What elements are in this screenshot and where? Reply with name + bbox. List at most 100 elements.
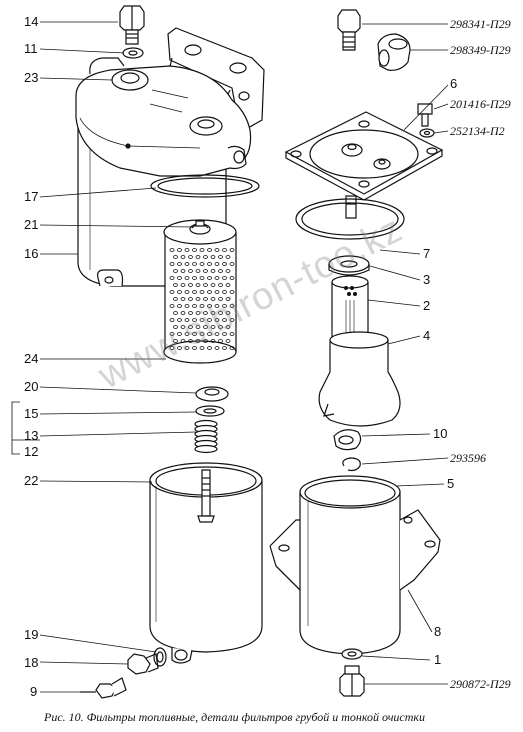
perforation-hole (215, 347, 219, 350)
perforation-hole (170, 333, 174, 336)
label-23: 23 (24, 70, 39, 85)
perforation-hole (185, 319, 189, 322)
label-1: 1 (434, 652, 442, 667)
perforation-hole (170, 347, 174, 350)
perforation-hole (219, 284, 223, 287)
perforation-hole (226, 270, 230, 273)
plug-290872 (340, 666, 364, 696)
perforation-hole (178, 291, 182, 294)
label-298341: 298341-П29 (450, 17, 511, 31)
perforation-hole (219, 256, 223, 259)
perforation-hole (200, 277, 204, 280)
perforation-hole (211, 298, 215, 301)
bolt-201416 (418, 104, 432, 126)
label-252134: 252134-П2 (450, 124, 505, 138)
spring-coil (195, 446, 217, 453)
perforation-hole (200, 319, 204, 322)
label-18: 18 (24, 655, 39, 670)
perforation-hole (215, 291, 219, 294)
label-9: 9 (30, 684, 38, 699)
perforation-hole (208, 249, 212, 252)
ring-3 (329, 256, 369, 275)
figure-caption: Рис. 10. Фильтры топливные, детали фильт… (44, 710, 426, 724)
label-24: 24 (24, 351, 39, 366)
perforation-hole (226, 326, 230, 329)
perforation-hole (219, 270, 223, 273)
perforation-hole (208, 319, 212, 322)
filter-perforation (170, 249, 234, 350)
perforation-hole (170, 319, 174, 322)
perforation-hole (170, 291, 174, 294)
perforation-hole (215, 319, 219, 322)
washer-15 (196, 406, 224, 416)
perforation-hole (200, 263, 204, 266)
perforation-hole (230, 305, 234, 308)
perforation-hole (193, 333, 197, 336)
gasket-7 (296, 199, 404, 239)
perforation-hole (185, 249, 189, 252)
perforation-hole (181, 298, 185, 301)
drain-valve-9 (80, 678, 126, 698)
perforation-hole (178, 347, 182, 350)
label-7: 7 (423, 246, 431, 261)
perforation-hole (230, 291, 234, 294)
perforation-hole (178, 263, 182, 266)
perforation-hole (208, 333, 212, 336)
perforation-hole (170, 249, 174, 252)
funnel-4 (319, 332, 400, 426)
spring-13 (195, 421, 217, 453)
perforation-hole (211, 340, 215, 343)
perforation-hole (189, 298, 193, 301)
seal-20 (196, 387, 228, 401)
perforation-hole (204, 298, 208, 301)
perforation-hole (215, 277, 219, 280)
leader-lines (12, 22, 448, 692)
perforation-hole (196, 256, 200, 259)
perforation-hole (204, 340, 208, 343)
perforation-hole (193, 291, 197, 294)
label-21: 21 (24, 217, 39, 232)
perforation-hole (181, 270, 185, 273)
perforation-hole (185, 291, 189, 294)
perforation-hole (196, 270, 200, 273)
perforation-hole (196, 298, 200, 301)
elbow-fitting-298349 (378, 34, 410, 70)
perforation-hole (174, 256, 178, 259)
gasket-17 (151, 175, 259, 197)
perforation-hole (211, 326, 215, 329)
perforation-hole (211, 284, 215, 287)
perforation-hole (226, 340, 230, 343)
perforation-hole (170, 305, 174, 308)
label-290872: 290872-П29 (450, 677, 511, 691)
label-8: 8 (434, 624, 442, 639)
perforation-hole (226, 256, 230, 259)
perforation-hole (193, 277, 197, 280)
perforation-hole (185, 277, 189, 280)
washer-252134 (420, 129, 434, 137)
fitting-298341 (338, 10, 360, 50)
perforation-hole (193, 305, 197, 308)
perforation-hole (196, 312, 200, 315)
perforation-hole (174, 298, 178, 301)
label-15: 15 (24, 406, 39, 421)
perforation-hole (219, 340, 223, 343)
label-13: 13 (24, 428, 39, 443)
perforation-hole (193, 319, 197, 322)
perforation-hole (196, 284, 200, 287)
perforation-hole (189, 270, 193, 273)
perforation-hole (189, 340, 193, 343)
perforation-hole (223, 263, 227, 266)
perforation-hole (181, 340, 185, 343)
gasket-19 (154, 648, 166, 666)
perforation-hole (223, 277, 227, 280)
perforation-hole (219, 312, 223, 315)
perforation-hole (215, 249, 219, 252)
perforation-hole (208, 277, 212, 280)
perforation-hole (230, 333, 234, 336)
label-2: 2 (423, 298, 431, 313)
perforation-hole (211, 270, 215, 273)
perforation-hole (211, 256, 215, 259)
perforation-hole (223, 291, 227, 294)
label-6: 6 (450, 76, 458, 91)
